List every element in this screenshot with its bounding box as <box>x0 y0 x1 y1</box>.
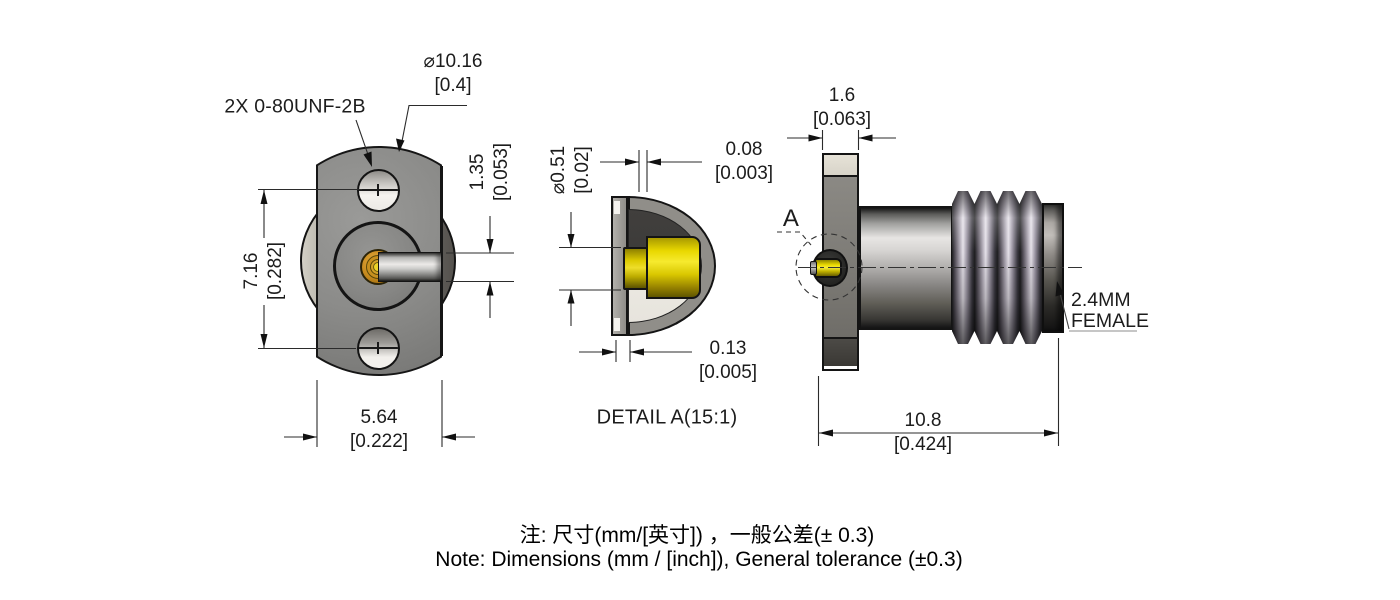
flange-thickness-mm: 1.6 <box>828 85 856 106</box>
arrowhead <box>602 348 616 356</box>
thread-callout-label: 2X 0-80UNF-2B <box>224 95 366 118</box>
hole-spacing-label: 7.16 [0.282] <box>240 242 288 300</box>
side-flange-top-bevel <box>824 155 857 177</box>
hole-cross-mark <box>377 342 379 354</box>
arrowhead <box>819 429 833 437</box>
detail-pin-stub <box>623 247 648 290</box>
flange-diameter-in: [0.4] <box>434 75 472 96</box>
connector-type-label: 2.4MM FEMALE <box>1071 290 1149 332</box>
hole-spacing-mm: 7.16 <box>241 252 262 290</box>
pin-boss-in: [0.053] <box>491 142 512 202</box>
arrowhead <box>260 334 268 348</box>
flange-diameter-label: ⌀10.16 [0.4] <box>424 50 483 98</box>
arrowhead <box>567 290 575 304</box>
flange-thickness-in: [0.063] <box>812 109 872 130</box>
front-gap-in: [0.003] <box>714 163 774 184</box>
arrowhead <box>442 433 456 441</box>
pin-boss-cylinder <box>378 252 442 282</box>
pin-diameter-mm: ⌀0.51 <box>548 145 569 195</box>
pin-diameter-label: ⌀0.51 [0.02] <box>547 146 595 194</box>
pin-boss-label: 1.35 [0.053] <box>466 143 514 201</box>
side-center-pin <box>814 258 842 278</box>
detail-contact-body <box>646 236 701 299</box>
mounting-hole-top <box>356 168 400 212</box>
dim-front-gap <box>600 150 702 192</box>
pin-boss-mm: 1.35 <box>467 153 488 191</box>
arrowhead <box>630 348 644 356</box>
flange-left-edge <box>315 166 318 356</box>
detail-marker-label: A <box>782 205 800 232</box>
overall-length-in: [0.424] <box>893 434 953 455</box>
connector-type-line2: FEMALE <box>1071 310 1150 332</box>
side-pin-tip <box>810 261 817 275</box>
pin-diameter-in: [0.02] <box>572 146 593 194</box>
overall-length-label: 10.8 [0.424] <box>894 409 952 457</box>
connector-type-line1: 2.4MM <box>1071 289 1131 311</box>
rear-gap-label: 0.13 [0.005] <box>699 337 757 385</box>
flange-width-in: [0.222] <box>349 431 409 452</box>
flange-width-label: 5.64 [0.222] <box>350 406 408 454</box>
overall-length-mm: 10.8 <box>904 410 942 431</box>
flange-width-mm: 5.64 <box>360 407 398 428</box>
hole-cross-mark <box>377 184 379 196</box>
sliver-slit-bottom <box>614 318 620 331</box>
mounting-hole-bottom <box>356 326 400 370</box>
arrowhead <box>486 281 494 296</box>
side-flange-bottom <box>824 339 857 366</box>
dim-pin-boss <box>446 216 514 318</box>
sliver-slit-top <box>614 201 620 214</box>
rear-gap-mm: 0.13 <box>709 338 747 359</box>
arrowhead <box>808 134 823 142</box>
dim-flange-thickness <box>787 130 896 150</box>
arrowhead <box>1044 429 1058 437</box>
note-chinese: 注: 尺寸(mm/[英寸]) ，一般公差(± 0.3) <box>519 524 875 547</box>
note-english: Note: Dimensions (mm / [inch]), General … <box>435 548 963 571</box>
arrowhead <box>486 239 494 253</box>
side-end-cap <box>1042 203 1064 333</box>
flange-diameter-mm: ⌀10.16 <box>423 51 483 72</box>
arrowhead <box>647 158 661 166</box>
arrowhead <box>567 234 575 248</box>
front-gap-mm: 0.08 <box>725 139 763 160</box>
side-thread-section <box>952 191 1043 344</box>
arrowhead <box>625 158 639 166</box>
hole-spacing-in: [0.282] <box>265 241 286 301</box>
arrowhead <box>858 134 873 142</box>
detail-title: DETAIL A(15:1) <box>596 406 738 429</box>
dim-rear-gap <box>579 340 692 362</box>
front-gap-label: 0.08 [0.003] <box>715 138 773 186</box>
arrowhead <box>303 433 317 441</box>
arrowhead <box>260 190 268 204</box>
flange-thickness-label: 1.6 [0.063] <box>813 84 871 132</box>
rear-gap-in: [0.005] <box>698 362 758 383</box>
side-body-cylinder <box>859 206 953 330</box>
detail-circle-leader <box>777 231 812 246</box>
